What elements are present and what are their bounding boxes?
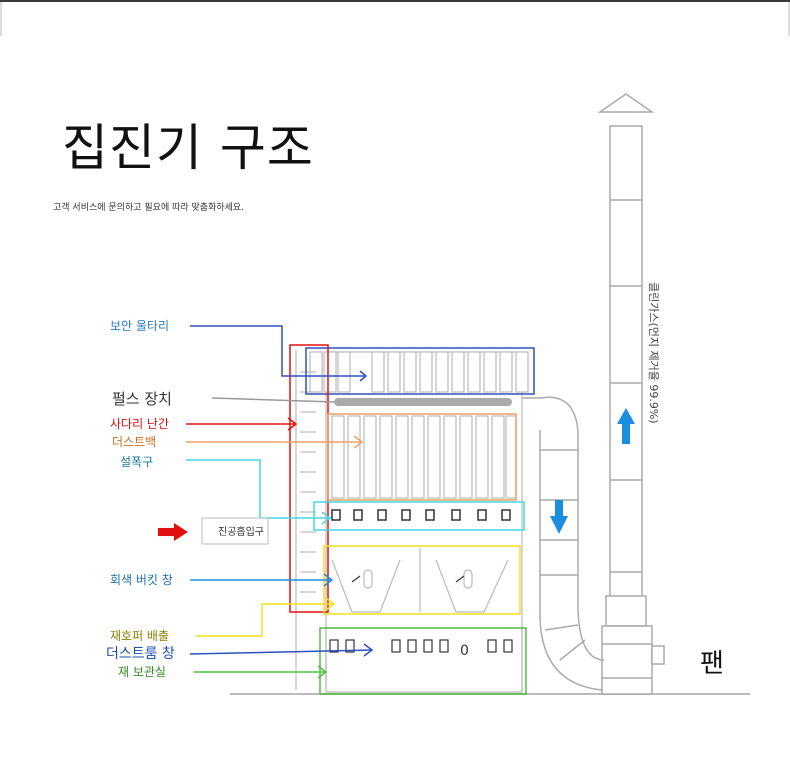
label-bucket-number: 0 — [460, 643, 469, 659]
left-edge — [0, 2, 2, 36]
fence-highlight — [305, 347, 535, 395]
leader-lines — [186, 325, 374, 679]
hoppers — [331, 548, 509, 613]
label-pulse-device: 펄스 장치 — [112, 390, 172, 408]
bag-filters — [331, 415, 517, 499]
label-ladder-rail: 사다리 난간 — [110, 417, 169, 431]
dustbag-highlight — [327, 413, 517, 501]
page-title: 집진기 구조 — [62, 119, 314, 177]
pulse-bar — [334, 398, 512, 406]
fan-housing — [601, 625, 665, 695]
right-edge — [788, 2, 790, 36]
vacuum-inlet-box — [201, 517, 269, 545]
label-dust-bag: 더스트백 — [112, 435, 156, 449]
label-explosion-vent: 설폭구 — [120, 455, 153, 469]
up-arrow-icon — [617, 408, 635, 444]
label-security-fence: 보안 울타리 — [110, 319, 169, 333]
down-arrow-icon — [550, 500, 568, 534]
exhaust-duct — [520, 396, 605, 691]
vent-squares — [331, 509, 511, 521]
top-border — [0, 0, 790, 2]
fence-slats — [309, 351, 529, 393]
label-ash-bucket-window: 회색 버킷 창 — [110, 573, 173, 587]
chimney — [597, 93, 655, 627]
label-hopper-discharge: 재호퍼 배출 — [110, 629, 169, 643]
inlet-arrow-icon — [158, 523, 188, 541]
vent-highlight — [313, 501, 525, 531]
label-ash-storage: 재 보관실 — [118, 665, 166, 679]
label-vacuum-inlet: 진공흡입구 — [218, 525, 264, 538]
storage-highlight — [319, 627, 527, 695]
label-fan: 팬 — [700, 649, 724, 679]
label-clean-gas: 클린가스(먼지 제거율 99.9%) — [647, 282, 660, 424]
page-subtitle: 고객 서비스에 문의하고 필요에 따라 맞춤화하세요. — [53, 203, 245, 213]
label-dust-room-window: 더스트룸 창 — [106, 646, 175, 662]
